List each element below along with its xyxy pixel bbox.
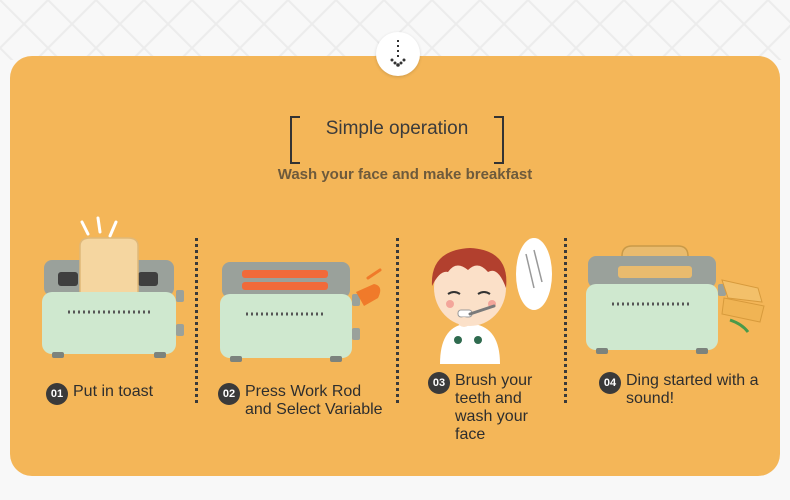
divider-1	[195, 238, 198, 403]
toaster-with-toast-icon	[38, 212, 188, 372]
page-subtitle: Wash your face and make breakfast	[277, 166, 533, 183]
step-number-badge: 01	[46, 383, 68, 405]
divider-3	[564, 238, 567, 403]
boy-brushing-teeth-icon	[412, 236, 562, 371]
right-bracket	[494, 116, 504, 164]
step-3: 03 Brush your teeth and wash your face	[428, 372, 550, 444]
page-title: Simple operation	[325, 118, 469, 139]
step-2: 02 Press Work Rod and Select Variable	[218, 383, 386, 419]
step-text: Press Work Rod and Select Variable	[245, 383, 383, 418]
left-bracket	[290, 116, 300, 164]
toaster-toast-ready-icon	[582, 240, 772, 370]
step-number-badge: 03	[428, 372, 450, 394]
step-1: 01 Put in toast	[46, 383, 186, 405]
step-number-badge: 04	[599, 372, 621, 394]
step-text: Ding started with a sound!	[626, 372, 759, 407]
toaster-heating-icon	[216, 250, 391, 375]
step-text: Put in toast	[73, 383, 154, 400]
step-text: Brush your teeth and wash your face	[455, 372, 533, 443]
divider-2	[396, 238, 399, 403]
down-arrow-dots-icon	[376, 32, 420, 76]
step-number-badge: 02	[218, 383, 240, 405]
title-frame: Simple operation	[290, 116, 504, 164]
step-4: 04 Ding started with a sound!	[599, 372, 775, 408]
